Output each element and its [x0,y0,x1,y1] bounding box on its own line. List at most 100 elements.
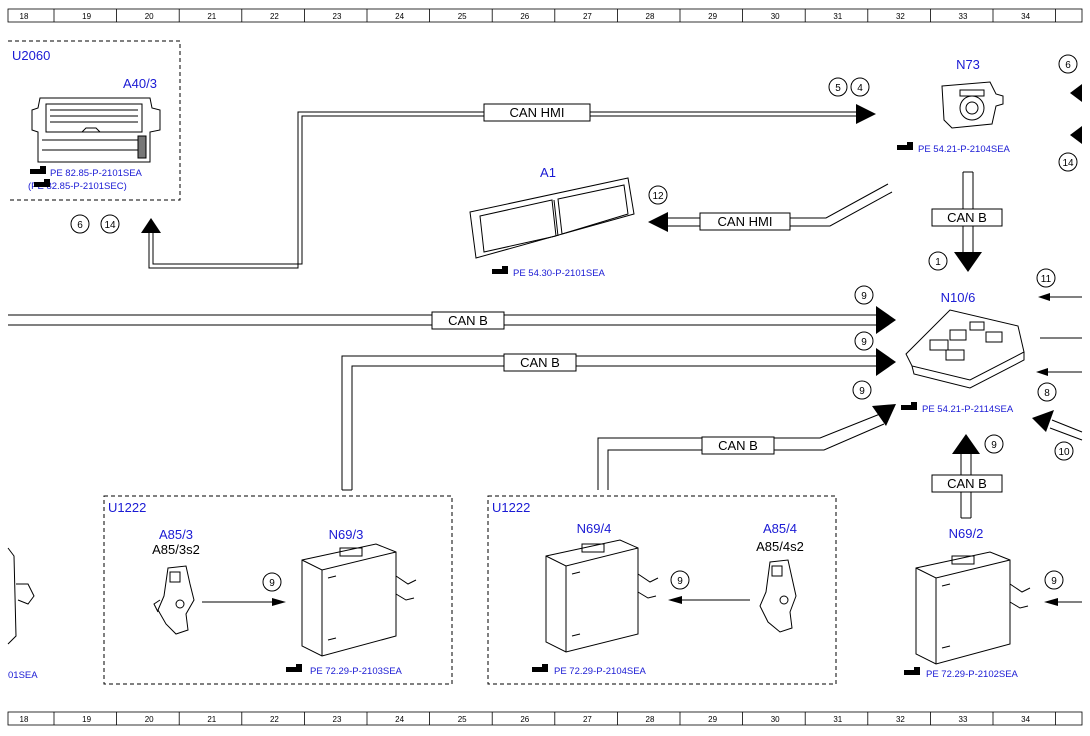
hand-pointer-icon [286,664,302,672]
ruler-label: 23 [333,12,342,21]
arrow-left-a1 [648,212,668,232]
a1-label: A1 [540,165,556,180]
hand-pointer-icon [30,166,46,174]
n69-2-label: N69/2 [949,526,984,541]
left-cutoff-module-icon [7,547,35,645]
ruler-label: 22 [270,12,279,21]
n69-3-door-module-icon [301,543,417,657]
ruler-label: 28 [646,12,655,21]
n69-4-door-module-icon [545,539,659,653]
svg-text:14: 14 [1062,158,1074,169]
ruler-label: 33 [959,715,968,724]
ruler-label: 21 [207,715,216,724]
n10-6-sam-module-icon [905,309,1025,389]
svg-text:10: 10 [1058,447,1070,458]
svg-text:9: 9 [861,337,867,348]
can-hmi-top-label: CAN HMI [510,105,565,120]
can-b-n73-label: CAN B [947,210,987,225]
ruler-label: 30 [771,715,780,724]
svg-text:1: 1 [935,257,941,268]
svg-text:6: 6 [77,220,83,231]
a85-3s2-label: A85/3s2 [152,542,200,557]
marker-6-left: 6 [70,214,90,234]
arrow-left-edge-1 [1070,84,1082,102]
ruler-label: 20 [145,12,154,21]
ruler-label: 27 [583,12,592,21]
n69-3-label: N69/3 [329,527,364,542]
can-b-n69-4-label: CAN B [718,438,758,453]
ruler-label: 27 [583,715,592,724]
arrow-left-edge-2 [1070,126,1082,144]
n73-ref: PE 54.21-P-2104SEA [918,144,1011,155]
svg-text:9: 9 [861,291,867,302]
arrow-n69-4-to-n10-6 [872,404,896,426]
ruler-label: 26 [520,715,529,724]
hand-pointer-icon [897,142,913,150]
bus-line-10 [1049,419,1083,441]
hand-pointer-icon [492,266,508,274]
arrow-right-can-b-second [876,348,896,376]
n69-4-label: N69/4 [577,521,612,536]
ruler-label: 32 [896,12,905,21]
marker-1: 1 [928,251,948,271]
marker-8: 8 [1037,382,1057,402]
u1222-left-label: U1222 [108,500,146,515]
n73-ignition-switch-icon [941,81,1004,129]
can-hmi-a1-label: CAN HMI [718,214,773,229]
marker-9-right: 9 [1044,570,1064,590]
ruler-label: 20 [145,715,154,724]
arrow-up-a40-3 [141,218,161,233]
left-cutoff-ref: 01SEA [8,670,38,681]
arrow-left-n69-2 [1044,598,1058,606]
u2060-label: U2060 [12,48,50,63]
ruler-label: 24 [395,715,404,724]
ruler-label: 25 [458,12,467,21]
svg-text:14: 14 [104,220,116,231]
svg-text:12: 12 [652,191,664,202]
arrow-left-10 [1032,410,1054,432]
can-hmi-top-line [148,111,856,269]
n10-6-ref: PE 54.21-P-2114SEA [922,404,1014,415]
arrow-right-a85-3 [272,598,286,606]
marker-9-b: 9 [854,331,874,351]
a40-3-ref: PE 82.85-P-2101SEA [50,168,143,179]
ruler-label: 18 [20,12,29,21]
ruler-label: 19 [82,715,91,724]
ruler-label: 28 [646,715,655,724]
svg-text:6: 6 [1065,60,1071,71]
ruler-label: 30 [771,12,780,21]
a85-3-label: A85/3 [159,527,193,542]
ruler-label: 24 [395,12,404,21]
marker-9-n69-2: 9 [984,434,1004,454]
a1-ref: PE 54.30-P-2101SEA [513,268,606,279]
ruler-label: 33 [959,12,968,21]
svg-text:9: 9 [859,386,865,397]
a1-instrument-cluster-icon [469,177,635,259]
u1222-left-group: U1222 A85/3 A85/3s2 9 N69/3 PE 72.29-P-2… [103,495,453,685]
hand-pointer-icon [901,402,917,410]
a85-4-door-lock-icon [759,559,797,633]
ruler-label: 32 [896,715,905,724]
ruler-label: 25 [458,715,467,724]
ruler-label: 34 [1021,12,1030,21]
ruler-label: 26 [520,12,529,21]
ruler-label: 21 [207,12,216,21]
arrow-right-can-b-main [876,306,896,334]
ruler-label: 29 [708,715,717,724]
u1222-mid-label: U1222 [492,500,530,515]
marker-9-a: 9 [854,285,874,305]
arrow-left-a85-4 [668,596,682,604]
can-b-second-line [341,355,876,491]
n69-4-ref: PE 72.29-P-2104SEA [554,666,647,677]
svg-text:9: 9 [677,576,683,587]
can-b-main-label: CAN B [448,313,488,328]
marker-10: 10 [1054,441,1074,461]
ruler-label: 34 [1021,715,1030,724]
a40-3-display-unit-icon [31,97,161,163]
marker-14-top: 14 [1058,152,1078,172]
arrow-right-can-hmi [856,104,876,124]
marker-9-a85-3: 9 [262,572,282,592]
